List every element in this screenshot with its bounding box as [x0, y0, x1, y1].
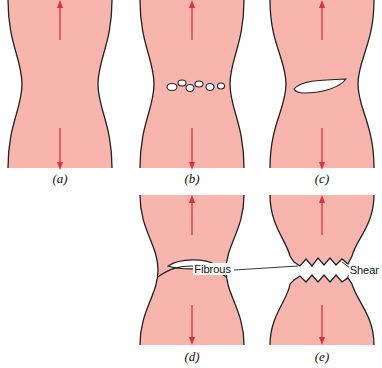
fibrous-label: Fibrous: [193, 263, 232, 275]
panel-caption: (e): [315, 350, 329, 364]
specimen-fill: [8, 0, 374, 345]
panel-caption: (a): [52, 172, 67, 186]
panel-caption: (d): [184, 350, 199, 364]
voids: [167, 79, 346, 269]
specimen-outline: [8, 0, 374, 345]
panel-caption: (c): [315, 172, 329, 186]
load-arrow: [60, 4, 322, 341]
leader-line: [234, 262, 350, 280]
panel-caption: (b): [184, 172, 199, 186]
shear-label: Shear: [349, 264, 380, 276]
